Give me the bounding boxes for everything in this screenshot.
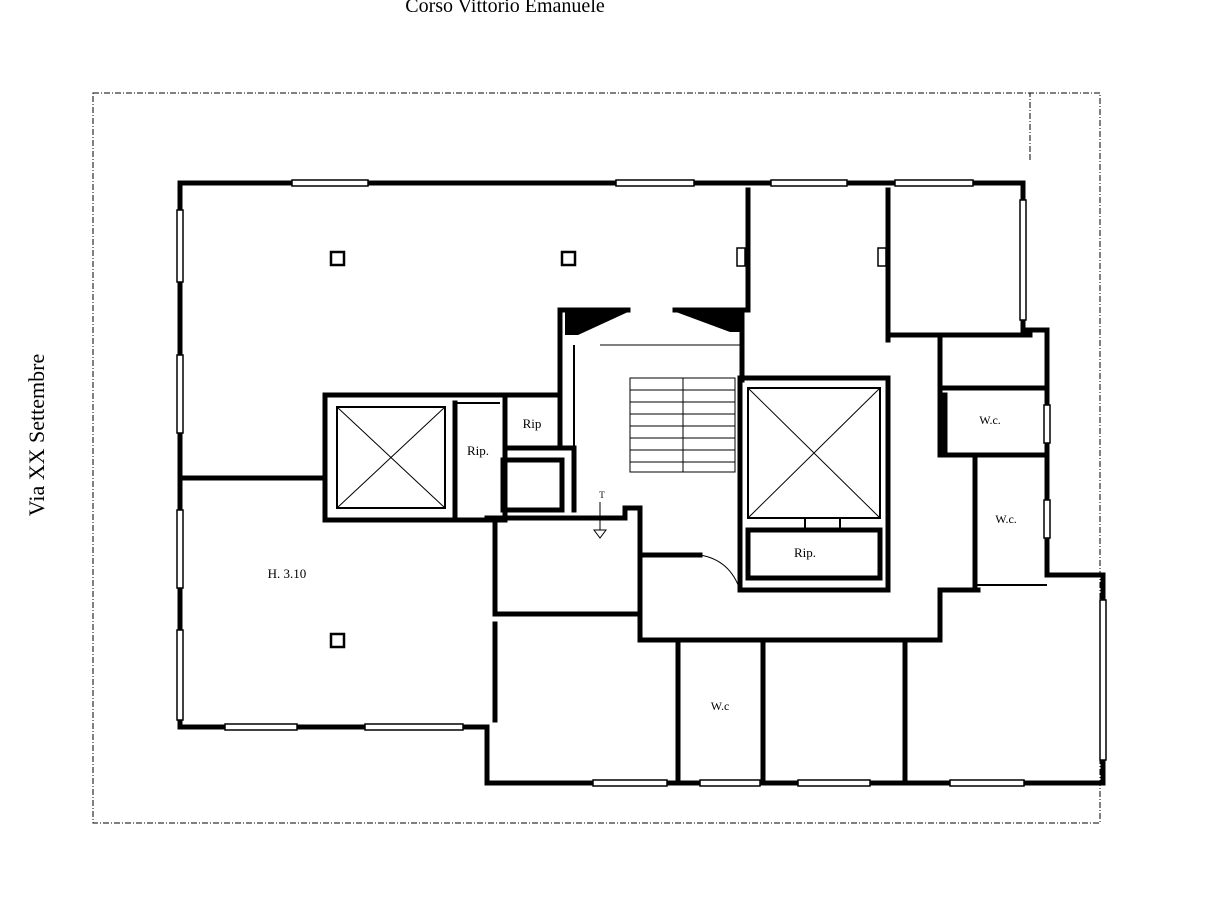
site-boundary <box>93 92 1031 160</box>
room-label-rip-left: Rip. <box>467 443 489 458</box>
stair-treads <box>629 377 736 473</box>
stair-marker: T <box>599 490 605 500</box>
room-label-wc-bottom: W.c <box>711 699 730 713</box>
height-label: H. 3.10 <box>268 566 307 581</box>
street-label-left: Via XX Settembre <box>24 354 49 516</box>
room-label-rip-upper: Rip <box>523 416 542 431</box>
street-label-top: Corso Vittorio Emanuele <box>405 0 605 17</box>
room-label-wc-right-upper: W.c. <box>979 413 1001 427</box>
windows <box>176 179 1107 787</box>
room-label-wc-right-lower: W.c. <box>995 512 1017 526</box>
pillars <box>329 250 577 649</box>
exterior-walls <box>177 180 1106 786</box>
site-boundary-outline <box>92 92 1101 824</box>
interior-walls: T <box>182 187 1047 783</box>
room-label-rip-lower: Rip. <box>794 545 816 560</box>
